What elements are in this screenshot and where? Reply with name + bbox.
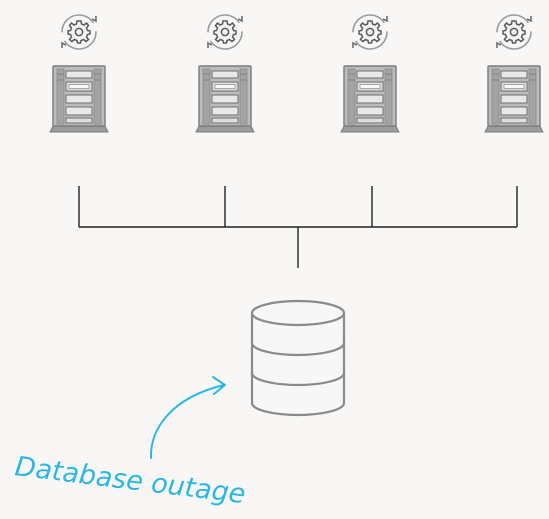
- gear-sync-icon: [61, 14, 97, 50]
- server-tower-icon: [195, 65, 255, 133]
- server-tower-icon: [49, 65, 109, 133]
- gear-sync-icon: [352, 14, 388, 50]
- gear-sync-icon: [496, 14, 532, 50]
- gear-sync-icon: [207, 14, 243, 50]
- server-tower-icon: [340, 65, 400, 133]
- annotation-label: Database outage: [13, 451, 247, 510]
- annotation-text: Database outage: [13, 451, 247, 510]
- server-tower-icon: [484, 65, 544, 133]
- database-icon: [250, 299, 346, 417]
- annotation-arrow: [149, 376, 226, 459]
- connector-lines: [78, 186, 518, 268]
